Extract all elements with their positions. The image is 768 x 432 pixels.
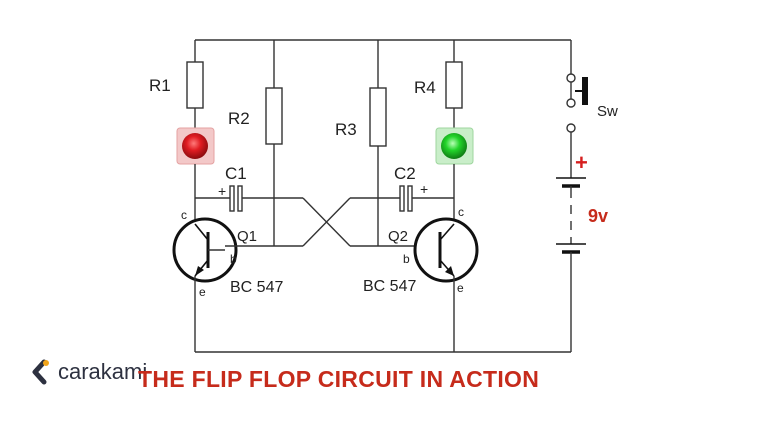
brand-text: carakami <box>58 359 148 384</box>
label-r3: R3 <box>335 120 357 139</box>
label-c2-plus: + <box>420 181 428 197</box>
led-green <box>435 127 474 165</box>
resistor-r3 <box>369 87 387 147</box>
push-switch <box>566 73 588 133</box>
battery-9v <box>556 177 586 258</box>
cross-coupling-wires <box>302 197 351 247</box>
label-q2: Q2 <box>388 228 408 245</box>
label-q1-base: b <box>230 252 237 266</box>
label-c2: C2 <box>394 164 416 183</box>
transistor-q2 <box>413 217 479 283</box>
label-r4: R4 <box>414 78 436 97</box>
label-battery-plus: + <box>575 150 588 175</box>
resistor-r2 <box>265 87 283 145</box>
brand-c-icon <box>32 359 49 385</box>
transistor-q1 <box>172 217 238 283</box>
label-q1-model: BC 547 <box>230 279 283 296</box>
label-q2-collector: c <box>458 205 464 219</box>
label-q1-emitter: e <box>199 285 206 299</box>
resistor-r1 <box>186 61 204 109</box>
label-q2-emitter: e <box>457 281 464 295</box>
label-r2: R2 <box>228 109 250 128</box>
label-switch: Sw <box>597 103 618 120</box>
label-q1: Q1 <box>237 228 257 245</box>
label-r1: R1 <box>149 76 171 95</box>
led-red <box>176 127 215 165</box>
label-c1-plus: + <box>218 183 226 199</box>
circuit-caption: THE FLIP FLOP CIRCUIT IN ACTION <box>138 366 540 392</box>
label-q2-base: b <box>403 252 410 266</box>
label-q2-model: BC 547 <box>363 278 416 295</box>
label-q1-collector: c <box>181 208 187 222</box>
label-c1: C1 <box>225 164 247 183</box>
label-battery-voltage: 9v <box>588 206 608 226</box>
resistor-r4 <box>445 61 463 109</box>
brand-logo: carakami <box>30 358 147 386</box>
capacitor-c1 <box>229 185 235 212</box>
capacitor-c2 <box>399 185 405 212</box>
